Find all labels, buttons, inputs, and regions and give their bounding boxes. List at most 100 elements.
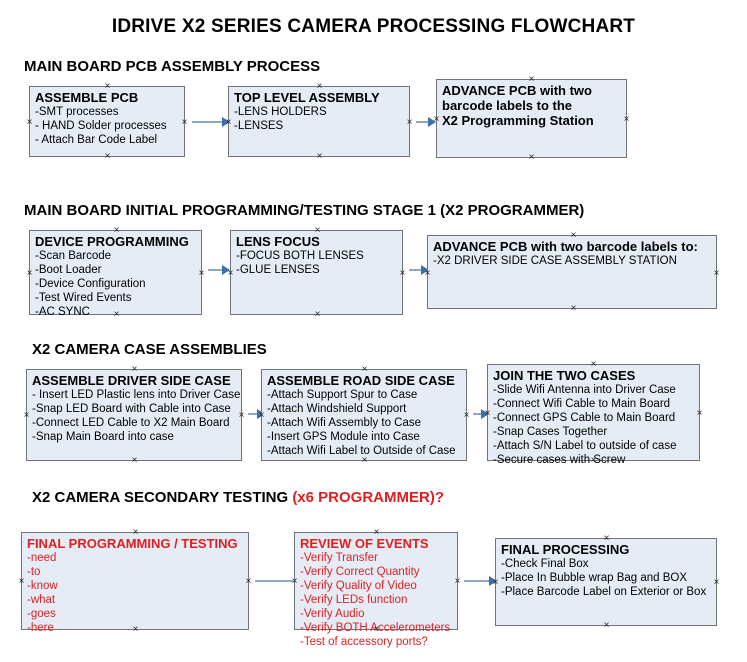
box-advance-pcb-to-driver-side-case-assembly[interactable]: ADVANCE PCB with two barcode labels to: … <box>427 235 717 309</box>
handle-left-icon[interactable] <box>25 118 34 127</box>
box-line: -GLUE LENSES <box>236 264 320 276</box>
box-lens-focus[interactable]: LENS FOCUS -FOCUS BOTH LENSES -GLUE LENS… <box>230 230 403 315</box>
connector-2a <box>208 269 226 271</box>
box-final-programming-testing[interactable]: FINAL PROGRAMMING / TESTING -need -to -k… <box>21 532 249 634</box>
handle-bottom-icon[interactable] <box>313 310 322 319</box>
handle-right-icon[interactable] <box>622 115 631 124</box>
box-line: - Attach Bar Code Label <box>35 134 158 146</box>
connector-1a <box>192 121 226 123</box>
box-assemble-driver-side-case[interactable]: ASSEMBLE DRIVER SIDE CASE - Insert LED P… <box>26 369 242 461</box>
box-line: -Attach Windshield Support <box>267 403 407 415</box>
handle-right-icon[interactable] <box>180 118 189 127</box>
connector-1b <box>416 121 434 123</box>
handle-right-icon[interactable] <box>237 411 246 420</box>
box-device-programming[interactable]: DEVICE PROGRAMMING -Scan Barcode -Boot L… <box>29 230 202 318</box>
box-line: -SMT processes <box>35 106 119 118</box>
box-line: -Verify Quality of Video <box>300 580 417 592</box>
box-review-of-events[interactable]: REVIEW OF EVENTS -Verify Transfer -Verif… <box>294 532 458 648</box>
box-line: -Test Wired Events <box>35 292 132 304</box>
handle-left-icon[interactable] <box>25 269 34 278</box>
box-line: -goes <box>27 608 56 620</box>
box-line: -Scan Barcode <box>35 250 112 262</box>
arrow-1a-icon <box>222 117 230 127</box>
box-title: ASSEMBLE PCB <box>35 90 139 105</box>
box-line: -Snap LED Board with Cable into Case <box>32 403 231 415</box>
box-line: -Secure cases with Screw <box>493 454 626 466</box>
box-join-the-two-cases[interactable]: JOIN THE TWO CASES -Slide Wifi Antenna i… <box>487 364 700 466</box>
box-line: -Slide Wifi Antenna into Driver Case <box>493 384 676 396</box>
handle-bottom-icon[interactable] <box>103 152 112 161</box>
handle-bottom-icon[interactable] <box>130 456 139 465</box>
box-advance-pcb-to-x2-programming-station[interactable]: ADVANCE PCB with two barcode labels to t… <box>436 79 627 158</box>
handle-right-icon[interactable] <box>712 578 721 587</box>
box-line: -Attach Support Spur to Case <box>267 389 418 401</box>
box-line: - Insert LED Plastic lens into Driver Ca… <box>32 389 241 401</box>
handle-bottom-icon[interactable] <box>527 153 536 162</box>
handle-right-icon[interactable] <box>462 411 471 420</box>
box-final-processing[interactable]: FINAL PROCESSING -Check Final Box -Place… <box>495 538 717 626</box>
handle-left-icon[interactable] <box>22 411 31 420</box>
box-line: barcode labels to the <box>442 98 573 113</box>
box-line-overflow: -Test of accessory ports? <box>300 636 428 648</box>
box-line: -FOCUS BOTH LENSES <box>236 250 364 262</box>
box-line: -Verify LEDs function <box>300 594 408 606</box>
section-heading-4-text: X2 CAMERA SECONDARY TESTING <box>32 489 293 506</box>
arrow-2b-icon <box>421 265 429 275</box>
box-line: -Place In Bubble wrap Bag and BOX <box>501 572 688 584</box>
box-title: DEVICE PROGRAMMING <box>35 234 189 249</box>
box-title: FINAL PROCESSING <box>501 542 630 557</box>
box-assemble-road-side-case[interactable]: ASSEMBLE ROAD SIDE CASE -Attach Support … <box>261 369 467 461</box>
box-line: -to <box>27 566 41 578</box>
box-line: -Verify Correct Quantity <box>300 566 420 578</box>
box-line: X2 Programming Station <box>442 113 594 128</box>
box-line: -know <box>27 580 58 592</box>
section-heading-4: X2 CAMERA SECONDARY TESTING (x6 PROGRAMM… <box>32 489 444 506</box>
box-line: -Snap Cases Together <box>493 426 608 438</box>
handle-right-icon[interactable] <box>197 269 206 278</box>
box-line: -AC SYNC <box>35 306 90 318</box>
section-heading-3-text: X2 CAMERA CASE ASSEMBLIES <box>32 341 267 358</box>
connector-3b <box>473 413 487 415</box>
box-title: JOIN THE TWO CASES <box>493 368 636 383</box>
box-top-level-assembly[interactable]: TOP LEVEL ASSEMBLY -LENS HOLDERS -LENSES <box>228 86 410 157</box>
box-title: FINAL PROGRAMMING / TESTING <box>27 536 238 551</box>
box-line: -Check Final Box <box>501 558 589 570</box>
section-heading-2: MAIN BOARD INITIAL PROGRAMMING/TESTING S… <box>24 202 584 219</box>
box-line: -Device Configuration <box>35 278 146 290</box>
box-assemble-pcb[interactable]: ASSEMBLE PCB -SMT processes - HAND Solde… <box>29 86 185 157</box>
connector-4b <box>464 580 496 582</box>
arrow-1b-icon <box>428 117 436 127</box>
box-title: ASSEMBLE DRIVER SIDE CASE <box>32 373 231 388</box>
handle-left-icon[interactable] <box>17 577 26 586</box>
box-line: -Verify Transfer <box>300 552 378 564</box>
section-heading-2-text: MAIN BOARD INITIAL PROGRAMMING/TESTING S… <box>24 202 585 219</box>
box-line: -Place Barcode Label on Exterior or Box <box>501 586 707 598</box>
handle-bottom-icon[interactable] <box>569 304 578 313</box>
arrow-2a-icon <box>222 265 230 275</box>
section-heading-1-text: MAIN BOARD PCB ASSEMBLY PROCESS <box>24 58 321 75</box>
handle-bottom-icon[interactable] <box>315 152 324 161</box>
box-line: -Attach Wifi Assembly to Case <box>267 417 422 429</box>
handle-bottom-icon[interactable] <box>602 621 611 630</box>
box-line: -Attach S/N Label to outside of case <box>493 440 677 452</box>
arrow-3b-icon <box>481 409 489 419</box>
box-title: TOP LEVEL ASSEMBLY <box>234 90 380 105</box>
handle-right-icon[interactable] <box>405 118 414 127</box>
box-line: -Boot Loader <box>35 264 102 276</box>
box-line: -X2 DRIVER SIDE CASE ASSEMBLY STATION <box>433 255 677 267</box>
handle-right-icon[interactable] <box>695 409 704 418</box>
handle-right-icon[interactable] <box>244 577 253 586</box>
handle-right-icon[interactable] <box>712 269 721 278</box>
handle-right-icon[interactable] <box>453 577 462 586</box>
box-line: -LENSES <box>234 120 284 132</box>
box-title: ADVANCE PCB with two barcode labels to: <box>433 239 698 254</box>
page-title: IDRIVE X2 SERIES CAMERA PROCESSING FLOWC… <box>111 16 636 37</box>
handle-right-icon[interactable] <box>398 269 407 278</box>
connector-2b <box>409 269 427 271</box>
box-title: LENS FOCUS <box>236 234 320 249</box>
box-line: -need <box>27 552 57 564</box>
arrow-4b-icon <box>489 576 497 586</box>
box-line: - HAND Solder processes <box>35 120 167 132</box>
box-line: -Verify BOTH Accelerometers <box>300 622 451 634</box>
